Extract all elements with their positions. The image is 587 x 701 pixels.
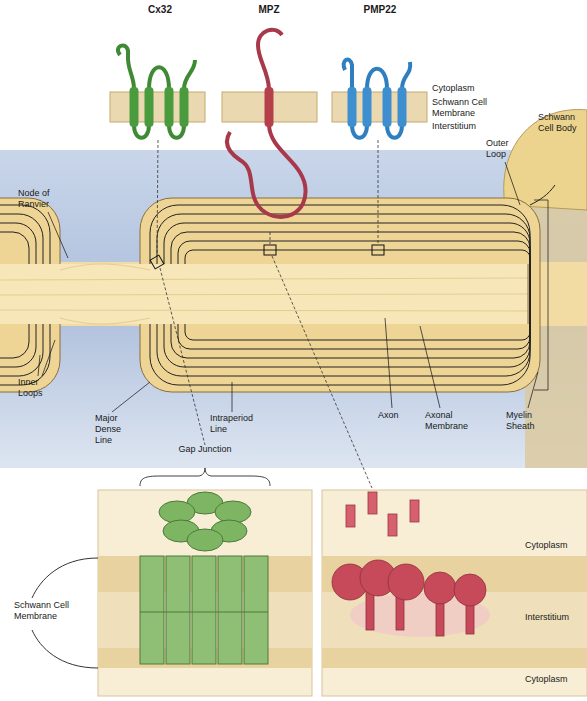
gap-junction-channels <box>140 556 268 664</box>
part-label: Schwann Cell Membrane <box>432 97 502 119</box>
pmp22-helix <box>383 87 392 127</box>
part-label: Interstitium <box>525 612 585 623</box>
marker-square <box>264 245 276 255</box>
leader-line <box>505 162 520 205</box>
part-label: Intraperiod Line <box>210 413 272 435</box>
connexin-subunit <box>159 501 195 523</box>
mpz-tail-cylinder <box>346 505 355 527</box>
mpz-tail-cylinder <box>368 492 377 514</box>
mpz-domain <box>227 125 306 217</box>
leader-line <box>232 382 233 412</box>
dashed-leader <box>270 232 271 244</box>
detail-panel <box>98 490 312 696</box>
mpz-sphere <box>454 574 486 606</box>
connexon-cylinder <box>218 556 242 664</box>
part-label: Outer Loop <box>486 138 524 160</box>
part-label: MPZ <box>244 4 294 15</box>
part-label: Major Dense Line <box>95 413 135 446</box>
part-label: Cx32 <box>135 4 185 15</box>
pmp22-helix <box>398 87 407 127</box>
mpz-stalk <box>366 590 374 630</box>
hemichannel-join <box>140 612 268 613</box>
connexin-subunit <box>215 501 251 523</box>
dashed-leader <box>157 140 158 256</box>
connexon-cylinder <box>140 556 164 664</box>
detail-panel <box>322 490 587 696</box>
part-label: PMP22 <box>352 4 408 15</box>
mpz-sphere <box>424 572 456 604</box>
cx32-helix <box>130 87 139 127</box>
part-label: Schwann Cell Membrane <box>14 600 86 622</box>
axon-streak <box>0 264 528 324</box>
leader-line <box>385 318 392 408</box>
pmp22-helix <box>363 87 372 127</box>
membrane-band <box>322 648 587 668</box>
axon-core <box>0 264 528 324</box>
dashed-leader <box>272 256 372 488</box>
mpz-tail <box>258 30 282 89</box>
part-label: Schwann Cell Body <box>538 112 586 134</box>
connexon-top <box>159 492 251 551</box>
bracket <box>140 468 270 486</box>
leader-line <box>38 355 40 376</box>
cx32-helix <box>180 87 189 127</box>
sheath-bracket <box>534 200 548 390</box>
marker-square <box>372 245 384 255</box>
cx32-helix <box>165 87 174 127</box>
connexon-cylinder <box>244 556 268 664</box>
mpz-tail-cylinder <box>410 500 419 522</box>
cx32-helix <box>145 87 154 127</box>
part-label: Cytoplasm <box>525 674 585 685</box>
part-label: Axonal Membrane <box>425 410 479 432</box>
connexin-subunit <box>187 529 223 551</box>
axon-edge <box>528 264 529 324</box>
mpz-domains <box>332 560 486 606</box>
part-label: Gap Junction <box>175 444 235 455</box>
dashed-leader <box>378 140 379 244</box>
leader-line <box>42 340 55 376</box>
membrane-strip <box>332 92 427 122</box>
mpz-tail-cylinder <box>388 514 397 536</box>
label-leaders <box>38 162 548 412</box>
mpz-sphere <box>388 564 424 600</box>
leader-line <box>420 326 440 408</box>
membrane-strip <box>110 92 205 122</box>
marker-square <box>150 255 164 269</box>
pmp22-helix <box>348 87 357 127</box>
part-label: Cytoplasm <box>525 540 585 551</box>
pmp22-loops <box>344 60 411 138</box>
background-band <box>0 150 587 468</box>
dashed-leaders <box>157 140 378 488</box>
part-label: Axon <box>378 410 412 421</box>
outer-loop-line <box>530 185 555 205</box>
part-label: Myelin Sheath <box>506 410 554 432</box>
mpz-cytoplasmic-tails <box>346 492 419 536</box>
dashed-leader <box>160 268 205 445</box>
interstitium-band <box>322 592 587 648</box>
connexon-cylinder <box>192 556 216 664</box>
mpz-helix <box>265 87 274 127</box>
part-label: Inner Loops <box>18 377 60 399</box>
axon-band <box>0 262 587 326</box>
cx32-loops <box>118 46 195 138</box>
leader-line <box>112 382 150 412</box>
part-label: Interstitium <box>432 121 512 132</box>
schwann-cell-body <box>504 110 587 211</box>
leader-line <box>48 212 68 258</box>
part-label: Cytoplasm <box>432 83 512 94</box>
connexon-cylinder <box>166 556 190 664</box>
part-label: Node of Ranvier <box>18 188 70 210</box>
